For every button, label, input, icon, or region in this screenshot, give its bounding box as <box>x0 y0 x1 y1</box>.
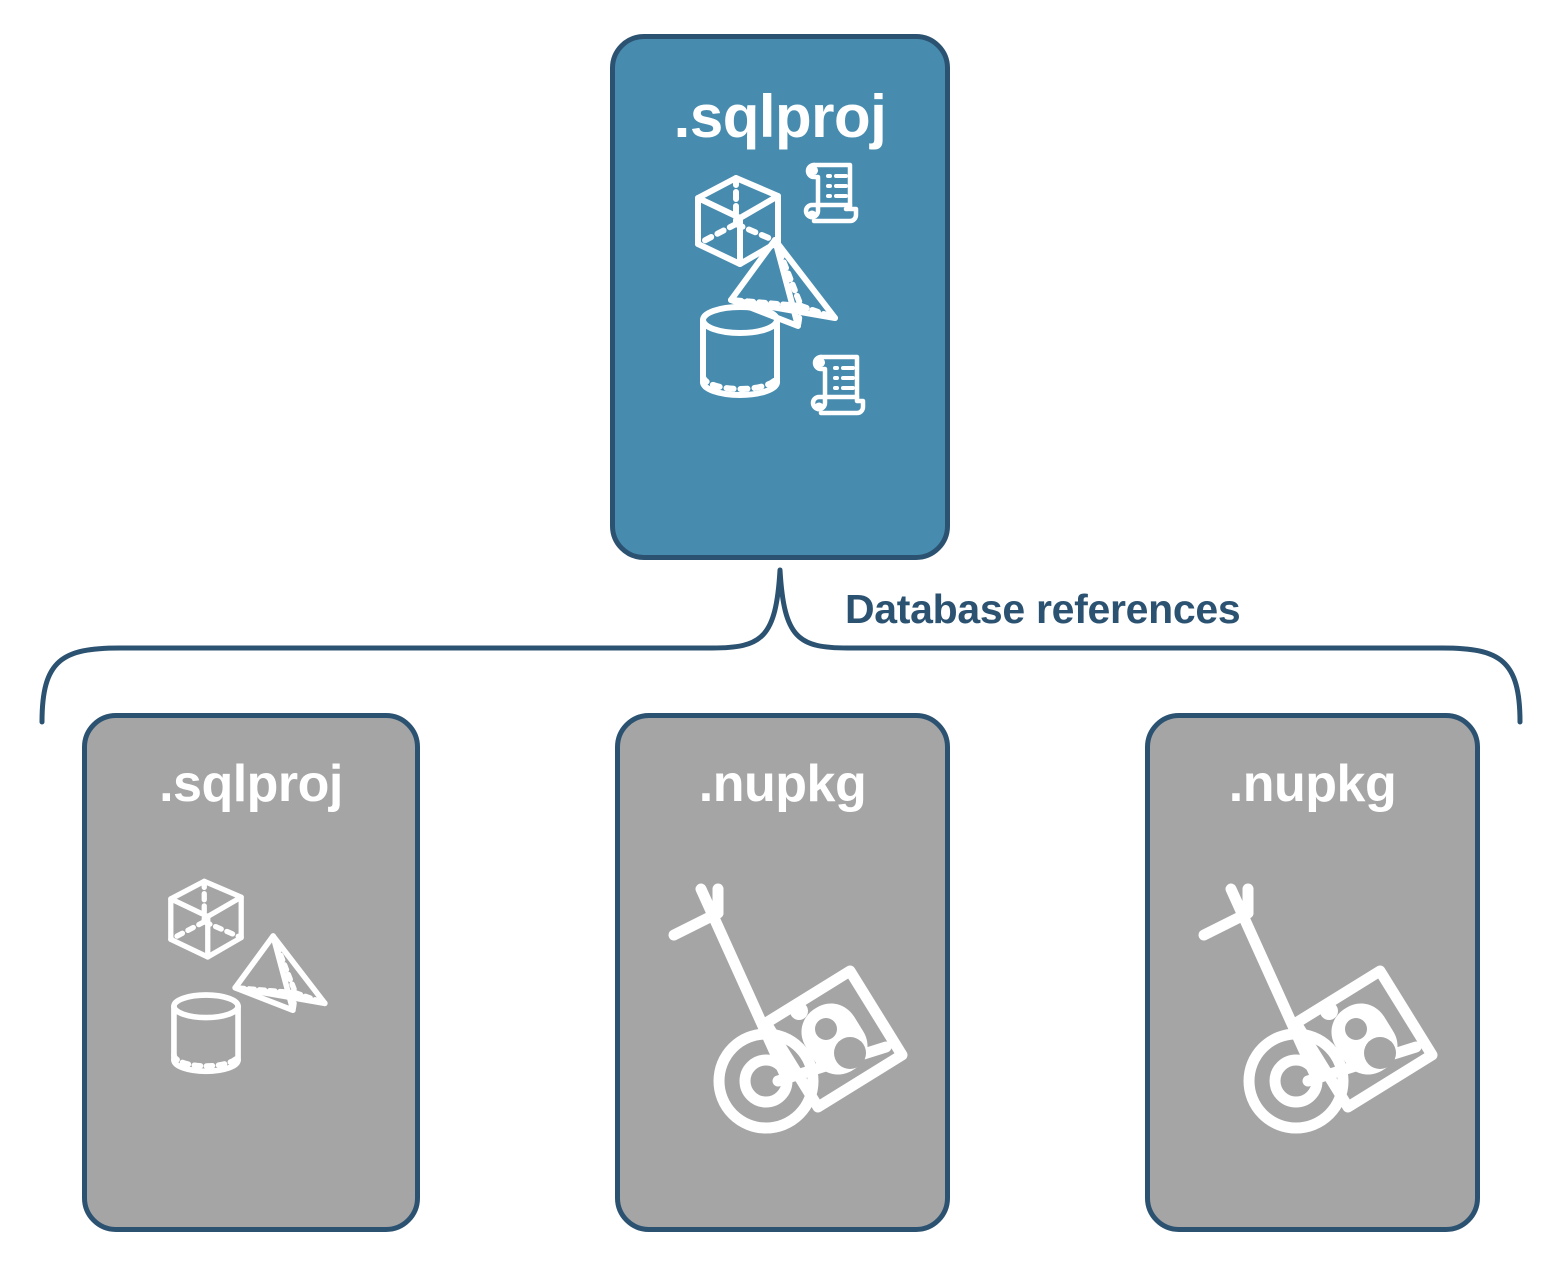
package-dolly-icon <box>1198 883 1438 1134</box>
node-nupkg-ref-2-icons <box>1150 810 1475 1227</box>
node-nupkg-ref-2-label: .nupkg <box>1228 755 1397 813</box>
script-scroll-icon <box>810 354 866 416</box>
cube-icon <box>168 878 244 960</box>
node-nupkg-ref-1[interactable]: .nupkg <box>615 713 950 1232</box>
node-sqlproj-root-label: .sqlproj <box>673 83 887 150</box>
database-references-label: Database references <box>845 586 1241 632</box>
node-nupkg-ref-1-icons <box>620 810 945 1227</box>
node-sqlproj-root[interactable]: .sqlproj <box>610 34 950 560</box>
brace-path <box>39 567 1523 725</box>
node-nupkg-ref-2[interactable]: .nupkg <box>1145 713 1480 1232</box>
node-sqlproj-ref[interactable]: .sqlproj <box>82 713 420 1232</box>
node-sqlproj-ref-icons <box>87 810 415 1227</box>
node-sqlproj-root-icons <box>615 147 945 555</box>
package-dolly-icon <box>668 883 908 1134</box>
node-nupkg-ref-1-label: .nupkg <box>698 755 867 813</box>
script-scroll-icon <box>803 162 859 224</box>
node-sqlproj-ref-label: .sqlproj <box>159 755 343 813</box>
cylinder-icon <box>171 992 241 1075</box>
cylinder-icon <box>700 304 780 398</box>
pyramid-icon <box>232 933 328 1014</box>
